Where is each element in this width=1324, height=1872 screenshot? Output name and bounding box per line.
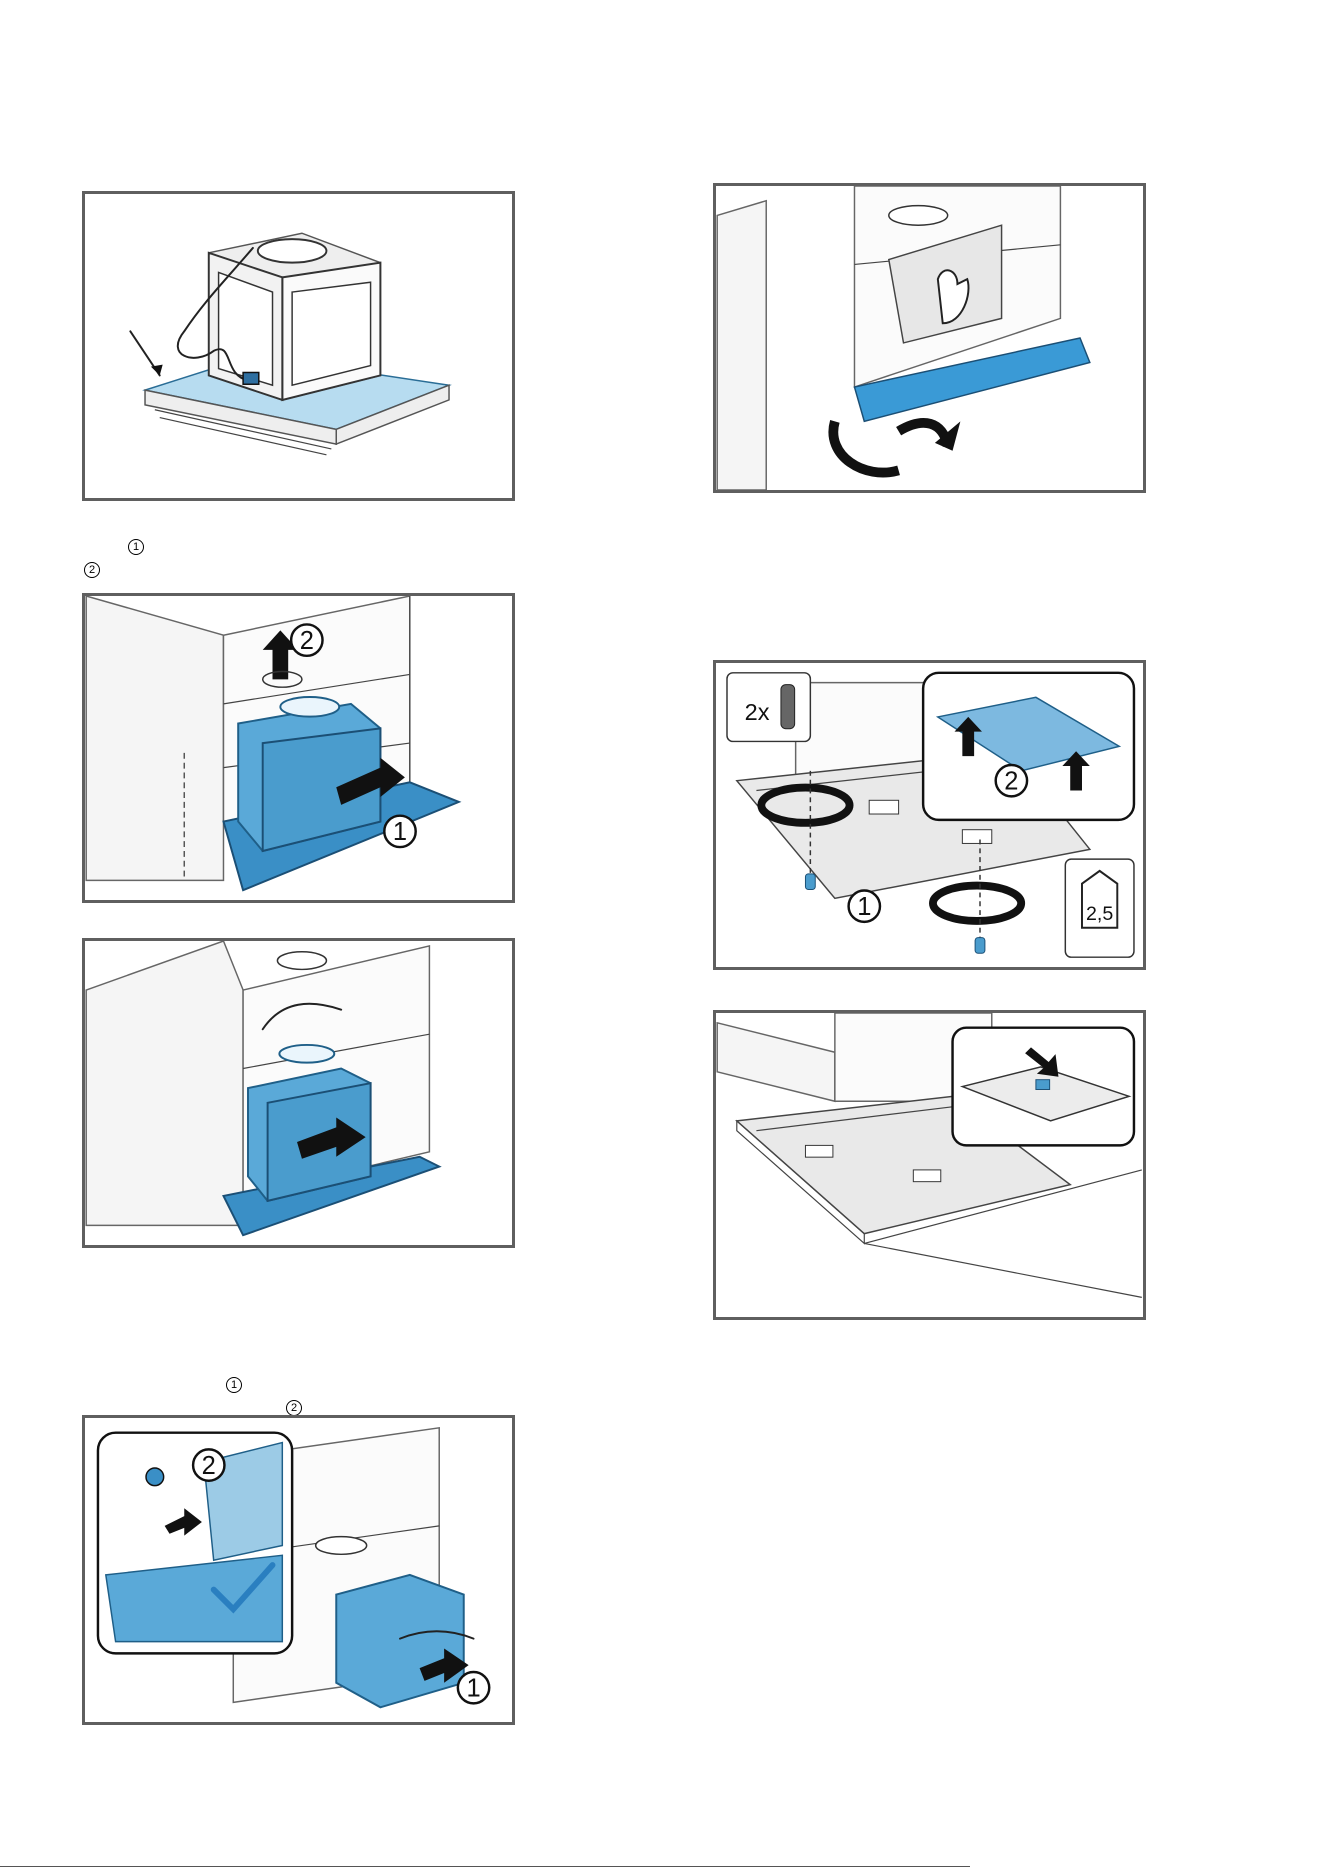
step-marker-2: 2 <box>286 1400 302 1416</box>
illustration-unit-inserted <box>85 941 512 1245</box>
step-marker-1: 1 <box>226 1377 242 1393</box>
badge-1: 1 <box>466 1675 480 1703</box>
illustration-mount-filters: 1 2x 2 2,5 <box>716 663 1143 967</box>
step-marker-2: 2 <box>84 562 100 578</box>
illustration-hood-unit <box>85 194 512 498</box>
figure-rotate-base-plate <box>713 183 1146 493</box>
figure-mount-filters: 1 2x 2 2,5 <box>713 660 1146 970</box>
illustration-insert-unit: 2 1 <box>85 596 512 900</box>
badge-2: 2 <box>202 1452 216 1480</box>
step-marker-1: 1 <box>128 539 144 555</box>
badge-1: 1 <box>393 818 407 846</box>
screw-icon <box>781 685 795 729</box>
illustration-rotate-plate <box>716 186 1143 490</box>
tool-size-label: 2,5 <box>1086 903 1113 925</box>
figure-latch-detail <box>713 1010 1146 1320</box>
illustration-front-panel: 1 2 <box>85 1418 512 1722</box>
footer-rule <box>0 1866 970 1867</box>
badge-2: 2 <box>1004 768 1018 796</box>
count-label: 2x <box>745 699 770 725</box>
figure-attach-front-panel: 1 2 <box>82 1415 515 1725</box>
badge-1: 1 <box>857 893 871 921</box>
figure-insert-unit-step: 2 1 <box>82 593 515 903</box>
badge-2: 2 <box>300 627 314 655</box>
figure-hood-unit-with-cable <box>82 191 515 501</box>
illustration-latch-detail <box>716 1013 1143 1317</box>
figure-unit-inserted <box>82 938 515 1248</box>
